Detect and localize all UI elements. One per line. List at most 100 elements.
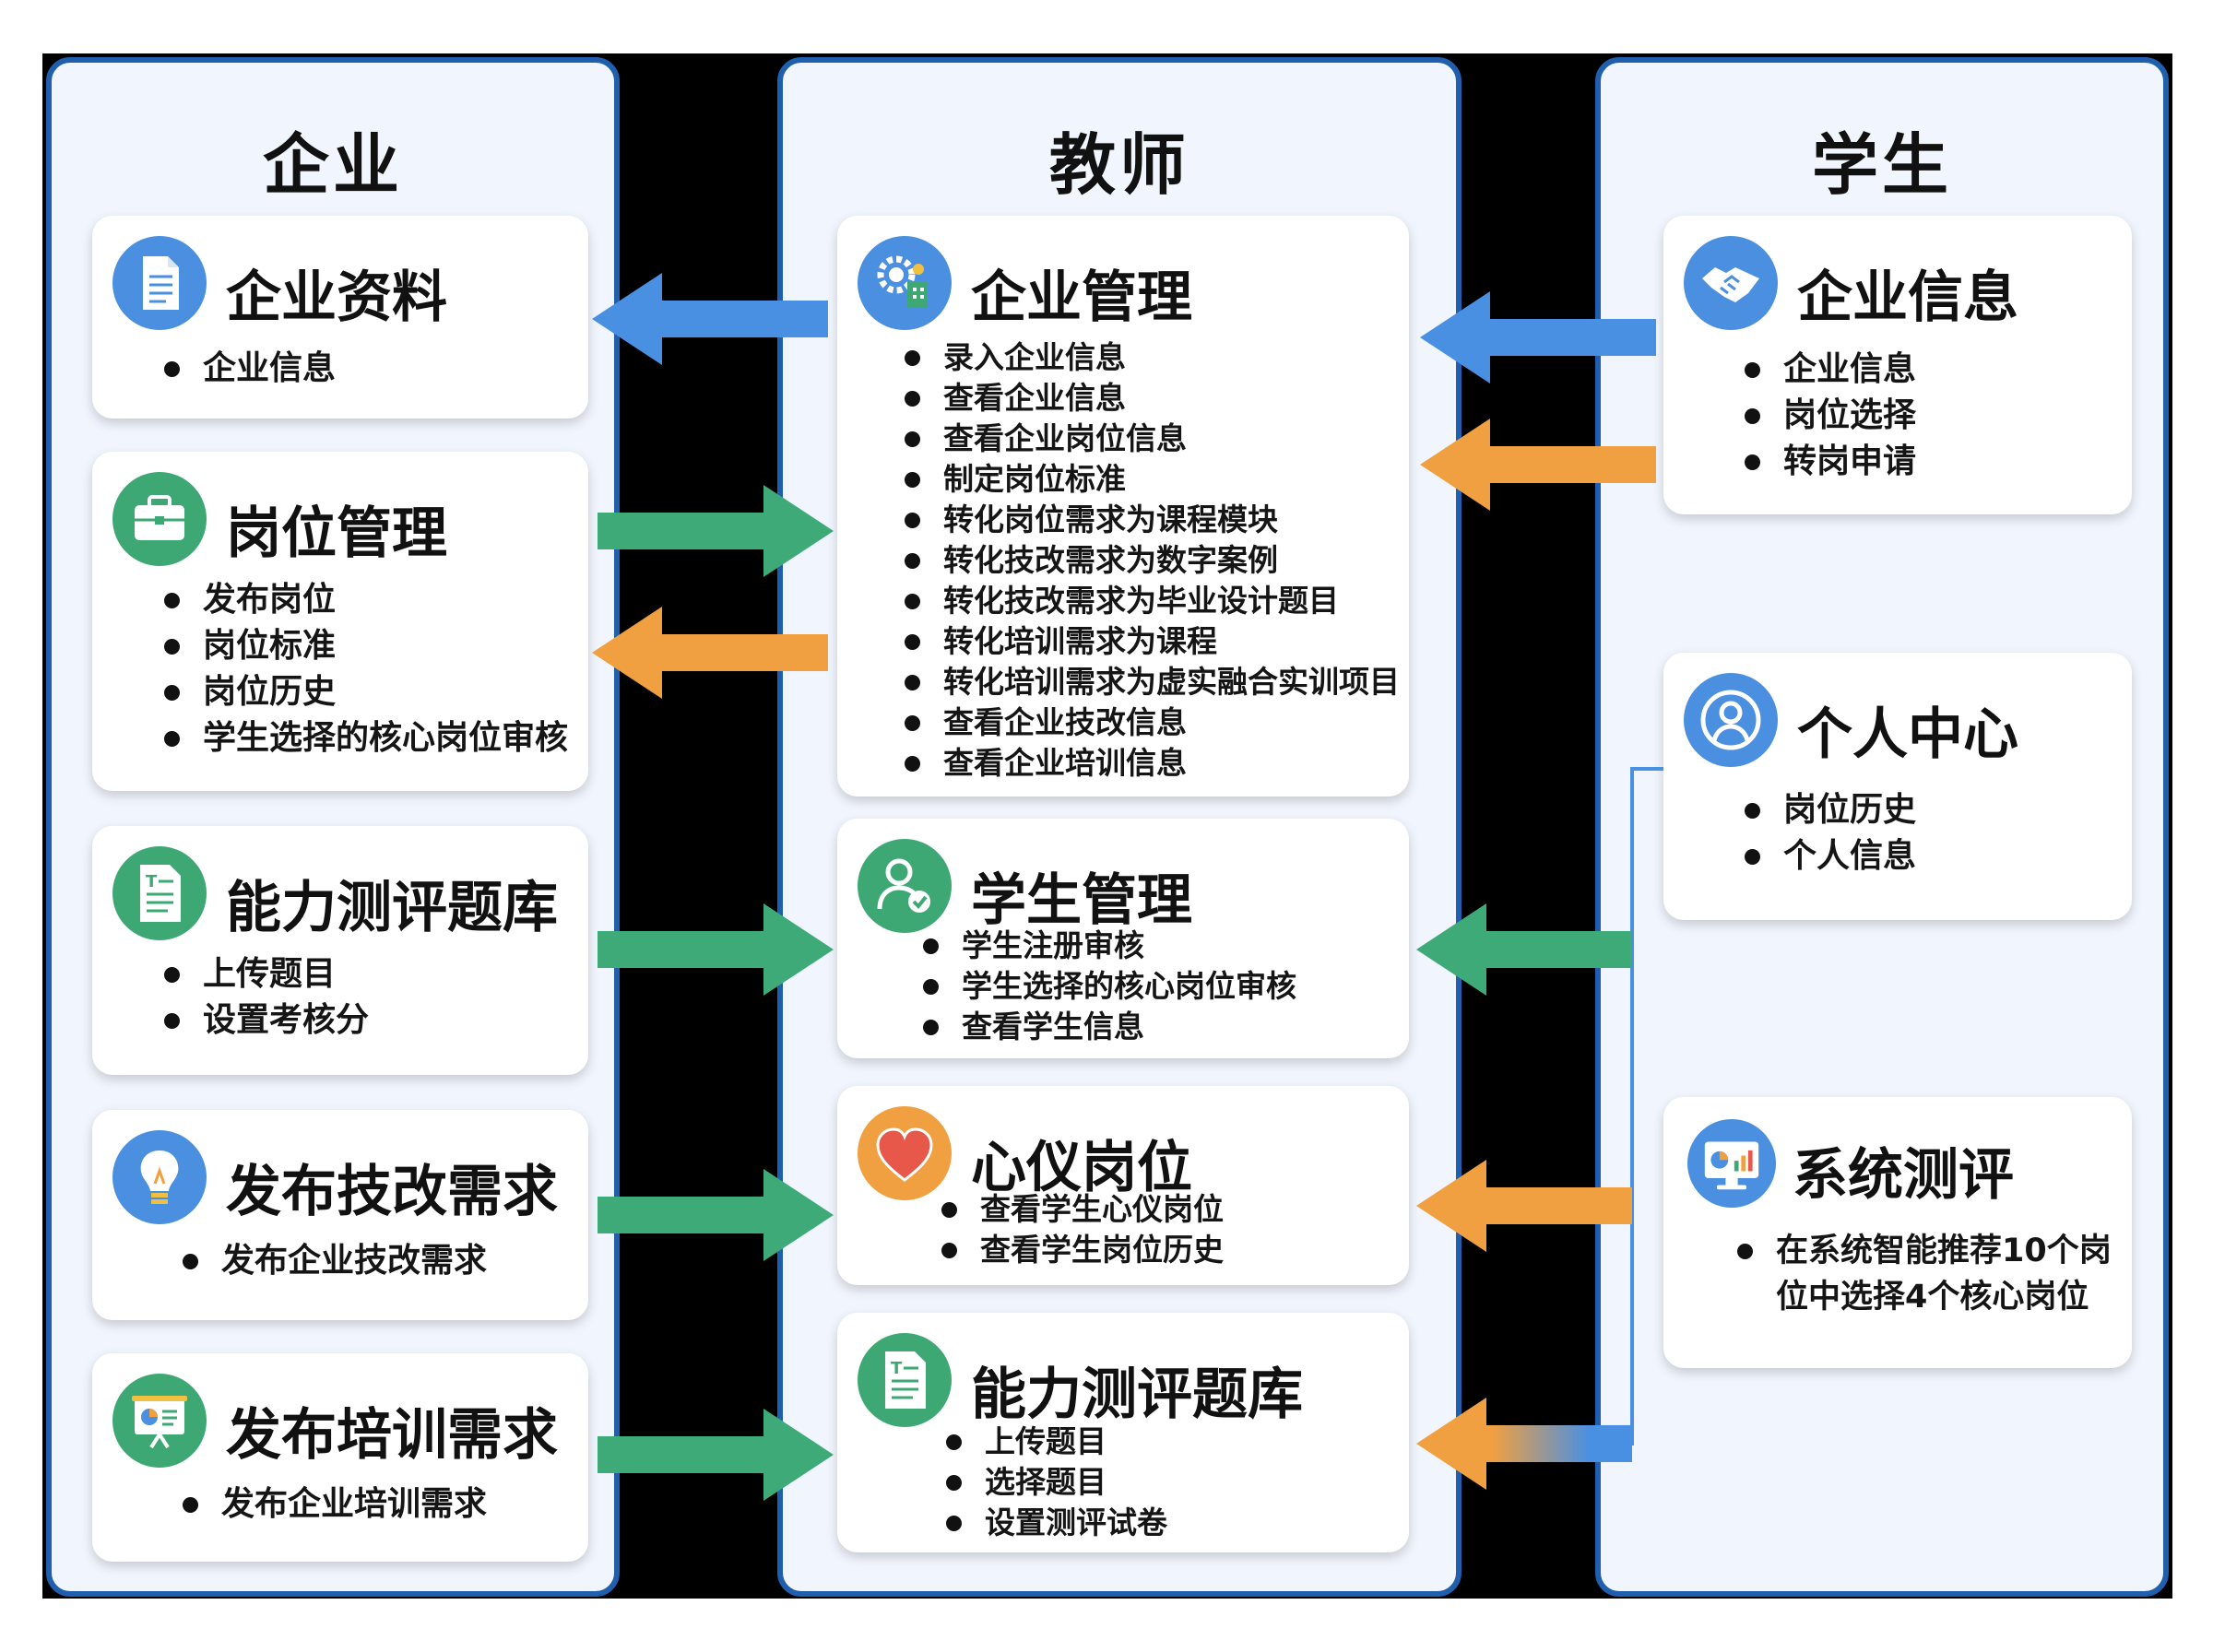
arrow-right-green	[598, 1169, 834, 1261]
list-item: 转化培训需求为课程	[905, 621, 1400, 662]
list-item: 学生选择的核心岗位审核	[923, 966, 1296, 1007]
enterprise-management-card: 企业管理 录入企业信息 查看企业信息 查看企业岗位信息 制定岗位标准 转化岗位需…	[837, 216, 1409, 796]
list-item: 设置考核分	[163, 997, 369, 1044]
list-item: 录入企业信息	[905, 337, 1400, 378]
list-item: 查看企业岗位信息	[905, 419, 1400, 459]
enterprise-info-card: 企业信息 企业信息 岗位选择 转岗申请	[1663, 216, 2132, 514]
monitor-chart-icon	[1687, 1119, 1776, 1208]
list-item: 查看企业技改信息	[905, 702, 1400, 743]
list-item-continuation: 位中选择4个核心岗位	[1776, 1279, 2089, 1316]
position-management-card: 岗位管理 发布岗位 岗位标准 岗位历史 学生选择的核心岗位审核	[92, 452, 588, 791]
arrow-right-green	[598, 903, 834, 996]
list-item: 学生选择的核心岗位审核	[163, 715, 568, 761]
card-title: 个人中心	[1797, 702, 2018, 767]
item-list: 发布企业培训需求	[182, 1481, 487, 1528]
card-title: 系统测评	[1793, 1143, 2014, 1208]
card-title: 发布培训需求	[226, 1403, 558, 1468]
user-check-icon	[858, 839, 952, 933]
lightbulb-icon	[112, 1130, 207, 1224]
card-title: 学生管理	[971, 868, 1192, 933]
arrow-right-green	[598, 1409, 834, 1501]
list-item: 选择题目	[946, 1462, 1167, 1503]
item-list: 企业信息	[163, 345, 336, 393]
heart-icon	[858, 1106, 952, 1200]
arrow-left-green	[1416, 903, 1632, 996]
svg-text:T: T	[891, 1359, 903, 1378]
list-item: 上传题目	[163, 951, 369, 997]
arrow-left-gradient	[1416, 1398, 1632, 1490]
list-item: 转化岗位需求为课程模块	[905, 500, 1400, 540]
student-column-title: 学生	[1811, 126, 1952, 204]
list-item: 查看企业信息	[905, 378, 1400, 419]
arrow-left-blue	[1420, 291, 1656, 384]
list-item: 发布企业技改需求	[182, 1237, 487, 1285]
arrow-left-blue	[592, 273, 828, 365]
list-item: 制定岗位标准	[905, 459, 1400, 500]
student-connector-line	[1630, 767, 1663, 1446]
gear-building-icon	[858, 236, 952, 330]
list-item: 查看学生岗位历史	[941, 1230, 1224, 1270]
personal-center-card: 个人中心 岗位历史 个人信息	[1663, 653, 2132, 920]
ability-test-bank-card: T 能力测评题库 上传题目 设置考核分	[92, 826, 588, 1075]
card-title: 企业资料	[226, 266, 447, 330]
list-item: 转化技改需求为数字案例	[905, 540, 1400, 581]
teacher-column-title: 教师	[1048, 126, 1189, 204]
list-item: 查看学生心仪岗位	[941, 1189, 1224, 1230]
item-list: 企业信息 岗位选择 转岗申请	[1744, 347, 1916, 485]
item-list: 学生注册审核 学生选择的核心岗位审核 查看学生信息	[923, 926, 1296, 1047]
list-item: 上传题目	[946, 1422, 1167, 1462]
list-item: 转岗申请	[1744, 439, 1916, 485]
list-item: 岗位标准	[163, 623, 568, 669]
card-title: 企业信息	[1797, 266, 2018, 330]
item-list: 查看学生心仪岗位 查看学生岗位历史	[941, 1189, 1224, 1270]
handshake-icon	[1684, 236, 1778, 330]
list-item: 在系统智能推荐10个岗	[1737, 1228, 2112, 1274]
list-item: 查看企业培训信息	[905, 743, 1400, 784]
list-item: 企业信息	[163, 345, 336, 393]
list-item: 查看学生信息	[923, 1007, 1296, 1047]
card-title: 能力测评题库	[226, 876, 558, 940]
user-profile-icon	[1684, 673, 1778, 767]
list-item: 企业信息	[1744, 347, 1916, 393]
test-paper-icon: T	[858, 1333, 952, 1427]
svg-text:T: T	[146, 872, 158, 891]
test-paper-icon: T	[112, 846, 207, 940]
favorite-position-card: 心仪岗位 查看学生心仪岗位 查看学生岗位历史	[837, 1086, 1409, 1285]
student-management-card: 学生管理 学生注册审核 学生选择的核心岗位审核 查看学生信息	[837, 819, 1409, 1058]
card-title: 心仪岗位	[971, 1136, 1192, 1200]
card-title: 岗位管理	[226, 502, 447, 566]
enterprise-column-title: 企业	[262, 126, 403, 204]
item-list: 在系统智能推荐10个岗 位中选择4个核心岗位	[1737, 1228, 2112, 1320]
arrow-left-orange	[592, 607, 828, 699]
card-title: 能力测评题库	[971, 1363, 1303, 1427]
card-title: 企业管理	[971, 266, 1192, 330]
publish-training-card: 发布培训需求 发布企业培训需求	[92, 1353, 588, 1562]
arrow-right-green	[598, 485, 834, 577]
publish-tech-reform-card: 发布技改需求 发布企业技改需求	[92, 1110, 588, 1320]
item-list: 上传题目 选择题目 设置测评试卷	[946, 1422, 1167, 1543]
list-item: 设置测评试卷	[946, 1503, 1167, 1543]
item-list: 发布企业技改需求	[182, 1237, 487, 1285]
enterprise-profile-card: 企业资料 企业信息	[92, 216, 588, 419]
document-icon	[112, 236, 207, 330]
briefcase-icon	[112, 472, 207, 566]
list-item: 岗位选择	[1744, 393, 1916, 439]
list-item: 个人信息	[1744, 833, 1916, 879]
list-item: 发布企业培训需求	[182, 1481, 487, 1528]
arrow-left-orange	[1416, 1160, 1632, 1252]
card-title: 发布技改需求	[226, 1160, 558, 1224]
list-item: 岗位历史	[1744, 787, 1916, 833]
teacher-test-bank-card: T 能力测评题库 上传题目 选择题目 设置测评试卷	[837, 1313, 1409, 1552]
arrow-left-orange	[1420, 419, 1656, 511]
list-item: 转化技改需求为毕业设计题目	[905, 581, 1400, 621]
item-list: 上传题目 设置考核分	[163, 951, 369, 1044]
list-item: 发布岗位	[163, 577, 568, 623]
item-list: 发布岗位 岗位标准 岗位历史 学生选择的核心岗位审核	[163, 577, 568, 761]
system-assessment-card: 系统测评 在系统智能推荐10个岗 位中选择4个核心岗位	[1663, 1097, 2132, 1368]
list-item: 转化培训需求为虚实融合实训项目	[905, 662, 1400, 702]
item-list: 岗位历史 个人信息	[1744, 787, 1916, 879]
list-item: 学生注册审核	[923, 926, 1296, 966]
presentation-board-icon	[112, 1374, 207, 1468]
item-list: 录入企业信息 查看企业信息 查看企业岗位信息 制定岗位标准 转化岗位需求为课程模…	[905, 337, 1400, 784]
